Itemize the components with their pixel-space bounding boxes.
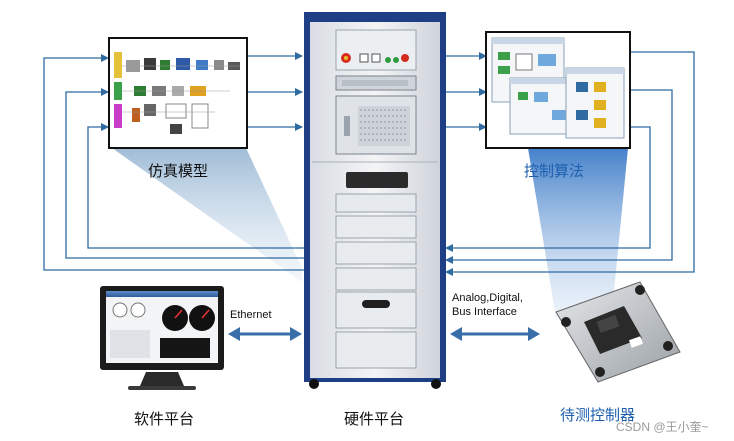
ethernet-label: Ethernet [230, 309, 272, 321]
software-platform-label: 软件平台 [134, 410, 195, 428]
analog-digital-label: Analog,Digital, [452, 292, 523, 304]
hardware-cabinet [304, 12, 446, 389]
watermark: CSDN @王小奎~ [616, 420, 709, 434]
device-under-test-label: 待测控制器 [560, 406, 636, 424]
software-monitor [100, 286, 224, 390]
control-algo-beam [528, 148, 628, 318]
feedback-wires [43, 51, 695, 276]
ethernet-link [228, 327, 302, 341]
analog-bus-link [450, 327, 540, 341]
io-grid-dots [360, 109, 408, 141]
ecu-device [555, 281, 681, 383]
hardware-platform-label: 硬件平台 [344, 410, 405, 428]
control-algo-panel [485, 31, 631, 149]
sim-model-panel [108, 37, 248, 149]
sim-model-label: 仿真模型 [148, 162, 209, 180]
bus-interface-label: Bus Interface [452, 306, 517, 318]
sim-model-blocks [114, 52, 240, 134]
control-algo-label: 控制算法 [524, 162, 585, 180]
